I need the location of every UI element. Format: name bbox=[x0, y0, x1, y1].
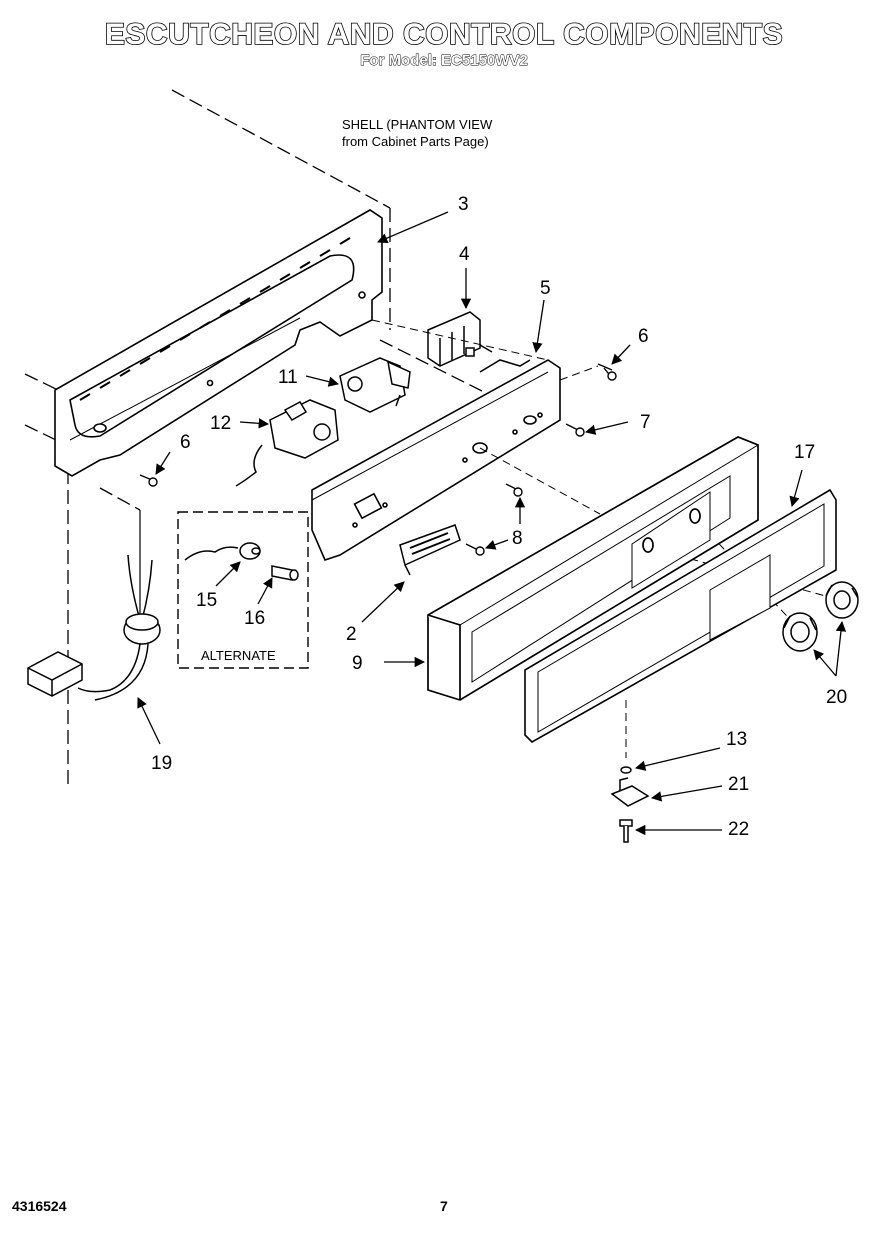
callout-21: 21 bbox=[728, 774, 749, 795]
callout-2: 2 bbox=[346, 624, 357, 645]
control-panel-part-5 bbox=[311, 359, 561, 561]
screw-part-6-upper bbox=[597, 363, 617, 381]
selector-switch-part-2 bbox=[399, 524, 461, 576]
valve-part-11 bbox=[339, 357, 411, 413]
callout-19: 19 bbox=[151, 753, 172, 774]
callout-8: 8 bbox=[512, 528, 523, 549]
knob-part-20-upper bbox=[825, 581, 859, 619]
page-number: 7 bbox=[440, 1198, 448, 1214]
clip-part-13 bbox=[620, 766, 632, 774]
leader-arrows bbox=[137, 211, 847, 836]
callout-15: 15 bbox=[196, 590, 217, 611]
callout-4: 4 bbox=[459, 244, 470, 265]
overlay-part-17 bbox=[524, 488, 837, 743]
callout-6-upper: 6 bbox=[638, 326, 649, 347]
escutcheon-part-9 bbox=[427, 436, 759, 701]
model-subtitle: For Model: EC5150WV2 bbox=[360, 52, 528, 70]
screw-part-22 bbox=[619, 819, 633, 843]
console-bracket-part-3 bbox=[54, 209, 383, 477]
callout-16: 16 bbox=[244, 608, 265, 629]
knob-part-20-lower bbox=[782, 612, 818, 652]
page-title: ESCUTCHEON AND CONTROL COMPONENTS bbox=[104, 17, 784, 52]
callout-7: 7 bbox=[640, 412, 651, 433]
screw-part-8-lower bbox=[465, 543, 485, 556]
alternate-parts-box bbox=[177, 511, 309, 669]
switch-part-4 bbox=[427, 311, 493, 367]
callout-11: 11 bbox=[278, 367, 298, 388]
bracket-part-21 bbox=[610, 777, 650, 807]
callout-6-lower: 6 bbox=[180, 432, 191, 453]
callout-17: 17 bbox=[794, 442, 815, 463]
callout-5: 5 bbox=[540, 278, 551, 299]
callout-22: 22 bbox=[728, 819, 749, 840]
wire-harness-part-19 bbox=[27, 510, 161, 701]
shell-note-line-2: from Cabinet Parts Page) bbox=[342, 134, 489, 149]
screw-part-6-lower bbox=[139, 474, 158, 487]
callout-9: 9 bbox=[352, 653, 363, 674]
callout-13: 13 bbox=[726, 729, 747, 750]
connector-part-15 bbox=[184, 542, 261, 561]
document-number: 4316524 bbox=[12, 1198, 67, 1214]
shell-note-line-1: SHELL (PHANTOM VIEW bbox=[342, 117, 493, 132]
callout-12: 12 bbox=[210, 413, 231, 434]
callout-3: 3 bbox=[458, 194, 469, 215]
valve-part-12 bbox=[235, 399, 339, 487]
alternate-label: ALTERNATE bbox=[201, 648, 276, 663]
shell-phantom-outline bbox=[24, 89, 541, 790]
screw-part-8-upper bbox=[505, 483, 523, 497]
fuse-part-16 bbox=[271, 565, 299, 581]
callout-20: 20 bbox=[826, 687, 847, 708]
screw-part-7 bbox=[565, 423, 585, 437]
